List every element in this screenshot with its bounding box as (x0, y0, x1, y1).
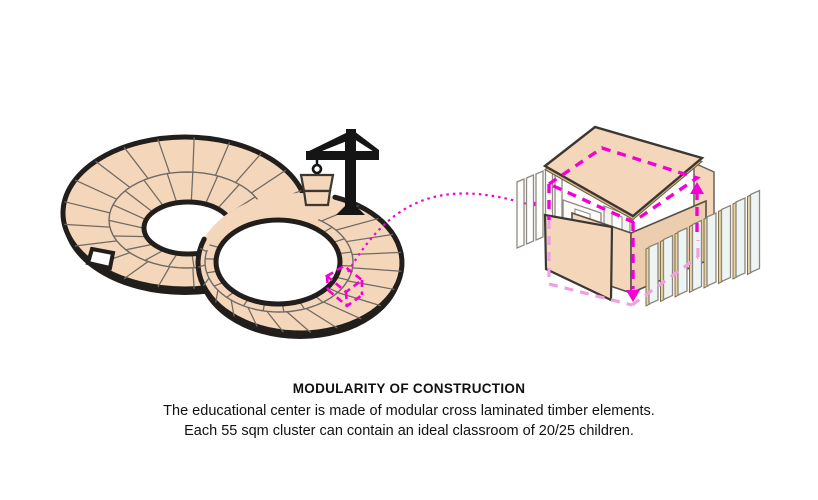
caption-line-2: Each 55 sqm cluster can contain an ideal… (184, 423, 634, 439)
roof-panel (542, 125, 705, 221)
caption-block: MODULARITY OF CONSTRUCTION The education… (0, 381, 818, 441)
right-slat-fins (645, 189, 761, 307)
module-volume-dashed-cube (545, 146, 704, 302)
caption-title: MODULARITY OF CONSTRUCTION (292, 381, 526, 396)
figure8-building-illustration (60, 129, 405, 339)
module-volume-hidden-edges (547, 220, 700, 307)
front-left-wall-panel (543, 213, 614, 302)
exploded-module-illustration (516, 125, 761, 307)
highlighted-module-outline (324, 264, 365, 308)
tower-crane-icon (306, 129, 379, 215)
caption-line-1: The educational center is made of modula… (163, 403, 655, 419)
right-ring-of-modules (195, 193, 405, 339)
lifted-module-block (299, 173, 335, 207)
